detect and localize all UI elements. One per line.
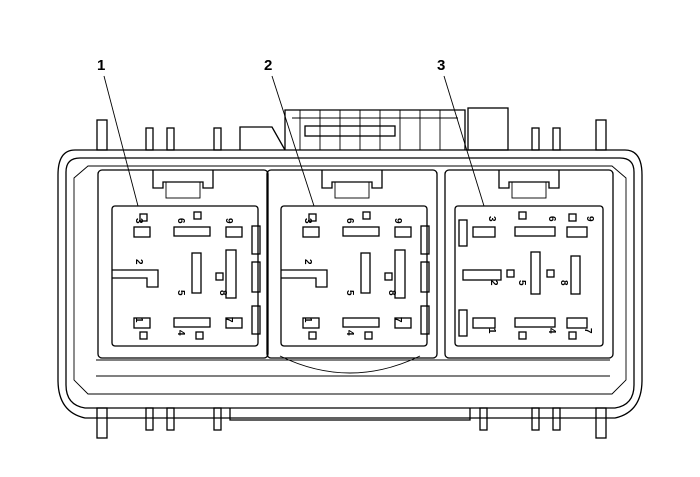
callout-leader-3: [443, 75, 485, 207]
callout-2: 2: [264, 57, 272, 74]
relay-socket-2: 1 2 3 4 5 6 7 8 9: [266, 169, 438, 359]
pin-label-4: 4: [546, 328, 557, 334]
pin-label-2: 2: [133, 259, 144, 265]
pin-label-7: 7: [223, 317, 234, 323]
socket-pin-slots: [281, 211, 430, 340]
pin-label-5: 5: [344, 290, 355, 296]
pin-label-3: 3: [133, 218, 144, 224]
callouts: 1 2 3: [97, 57, 485, 207]
pin-label-6: 6: [546, 216, 557, 222]
relay-socket-1: 1 2 3 4 5 6 7 8 9: [97, 169, 269, 359]
pin-label-4: 4: [344, 330, 355, 336]
pin-label-9: 9: [584, 216, 595, 222]
callout-1: 1: [97, 57, 105, 74]
callout-3: 3: [437, 57, 445, 74]
pin-label-7: 7: [392, 317, 403, 323]
pin-label-9: 9: [392, 218, 403, 224]
pin-label-2: 2: [302, 259, 313, 265]
pin-label-1: 1: [133, 317, 144, 323]
pin-label-4: 4: [175, 330, 186, 336]
pin-label-8: 8: [558, 280, 569, 286]
pin-label-3: 3: [486, 216, 497, 222]
callout-leader-2: [271, 75, 315, 207]
socket-pin-slots: [458, 211, 588, 340]
relay-socket-3: 1 2 3 4 5 6 7 8 9: [444, 169, 614, 359]
pin-label-1: 1: [486, 328, 497, 334]
pin-label-1: 1: [302, 317, 313, 323]
pin-label-8: 8: [386, 290, 397, 296]
pin-label-6: 6: [175, 218, 186, 224]
pin-label-5: 5: [175, 290, 186, 296]
pin-label-9: 9: [223, 218, 234, 224]
pin-label-8: 8: [217, 290, 228, 296]
socket-pin-slots: [112, 211, 261, 340]
socket-pin-labels: 1 2 3 4 5 6 7 8 9: [486, 216, 595, 334]
pin-label-5: 5: [516, 280, 527, 286]
pin-label-6: 6: [344, 218, 355, 224]
pin-label-7: 7: [582, 328, 593, 334]
pin-label-3: 3: [302, 218, 313, 224]
socket-pin-labels: 1 2 3 4 5 6 7 8 9: [302, 218, 403, 336]
callout-leader-1: [103, 75, 139, 207]
housing: [57, 107, 643, 439]
socket-pin-labels: 1 2 3 4 5 6 7 8 9: [133, 218, 234, 336]
pin-label-2: 2: [488, 280, 499, 286]
